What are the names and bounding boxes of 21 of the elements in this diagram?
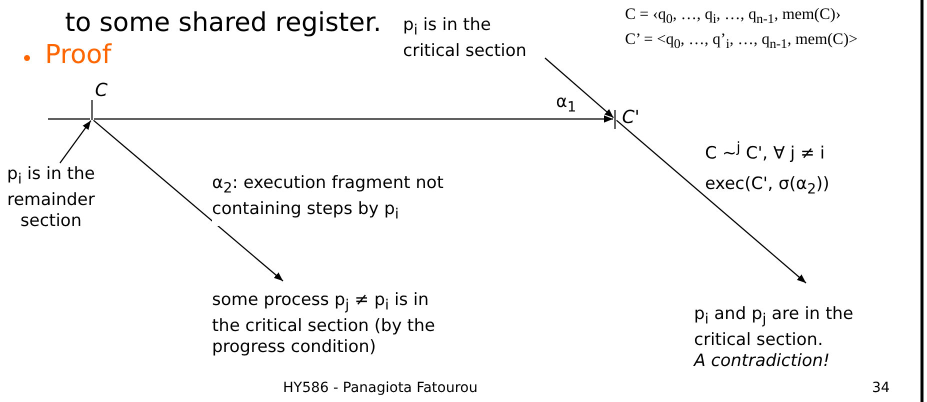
arrow (616, 120, 806, 284)
annotation-text: p$_{i}$ is in the critical section (403, 15, 528, 62)
arrow (94, 115, 613, 123)
annotation-text: p$_{i}$ is in the remainder section (6, 164, 96, 232)
formula-text: C’ = <q$_{0}$, …, q’$_{i}$, …, q$_{n-1}$, mem(C)> (625, 31, 858, 52)
arrow (60, 120, 92, 164)
footer-text: HY586 - Panagiota Fatourou (283, 380, 478, 396)
formula-text: exec(C', σ(α$_{2}$)) (705, 174, 830, 198)
section-heading: Proof (45, 40, 112, 70)
annotation-text: p$_{i}$ and p$_{j}$ are in the critical section. (694, 304, 854, 352)
configuration-label: C (95, 80, 108, 101)
configuration-label: C' (622, 107, 640, 128)
annotation-text: some process p$_{j}$ ≠ p$_{i}$ is in the critical section (by the progress condition) (212, 290, 436, 358)
formula-text: C = ‹q$_{0}$, …, q$_{i}$, …, q$_{n-1}$, mem(C)› (625, 6, 841, 28)
formula-text: C ~$^{j}$ C', ∀ j ≠ i (705, 140, 825, 164)
line (48, 118, 90, 120)
arrow (544, 58, 614, 118)
heading-text: to some shared register. (65, 8, 382, 38)
arrow (93, 120, 284, 282)
page-number: 34 (872, 380, 890, 396)
annotation-text: A contradiction! (694, 351, 831, 372)
